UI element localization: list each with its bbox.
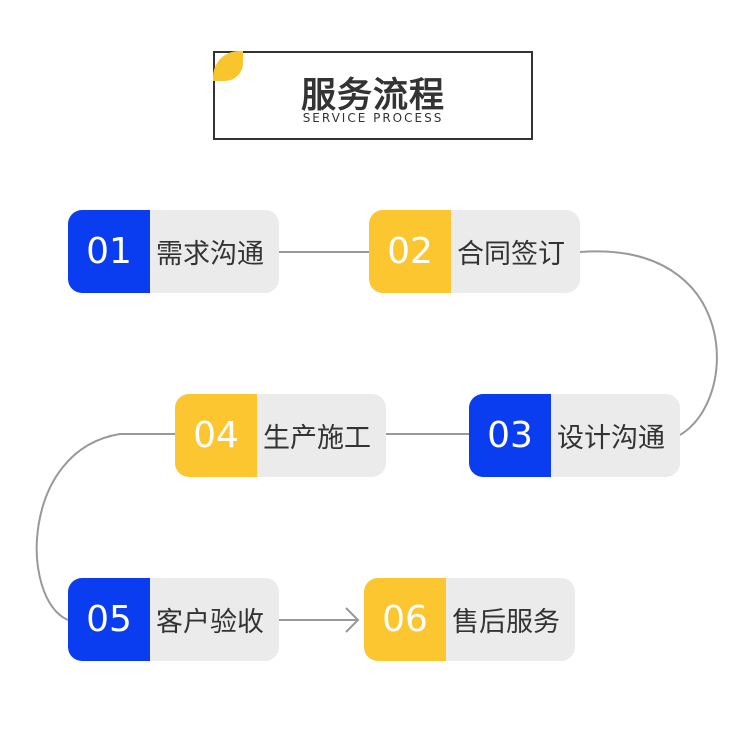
step-03: 03 设计沟通 [469,394,680,477]
step-number: 04 [175,394,257,477]
step-06: 06 售后服务 [364,578,575,661]
step-01: 01 需求沟通 [68,210,279,293]
step-number: 03 [469,394,551,477]
step-number: 06 [364,578,446,661]
step-number: 05 [68,578,150,661]
step-label: 生产施工 [263,423,371,454]
step-label: 合同签订 [457,239,565,270]
step-label: 设计沟通 [557,423,665,454]
step-04: 04 生产施工 [175,394,386,477]
page-subtitle: SERVICE PROCESS [302,111,444,125]
step-number: 02 [369,210,451,293]
connector-02-03 [579,250,718,436]
connector-04-05 [35,433,176,621]
step-label: 客户验收 [156,607,264,638]
step-label: 售后服务 [452,607,560,638]
step-number: 01 [68,210,150,293]
step-label: 需求沟通 [156,239,264,270]
step-02: 02 合同签订 [369,210,580,293]
arrow-head-icon [345,607,360,633]
title-box: 服务流程 SERVICE PROCESS [213,51,533,140]
page-title: 服务流程 [300,76,445,116]
step-05: 05 客户验收 [68,578,279,661]
